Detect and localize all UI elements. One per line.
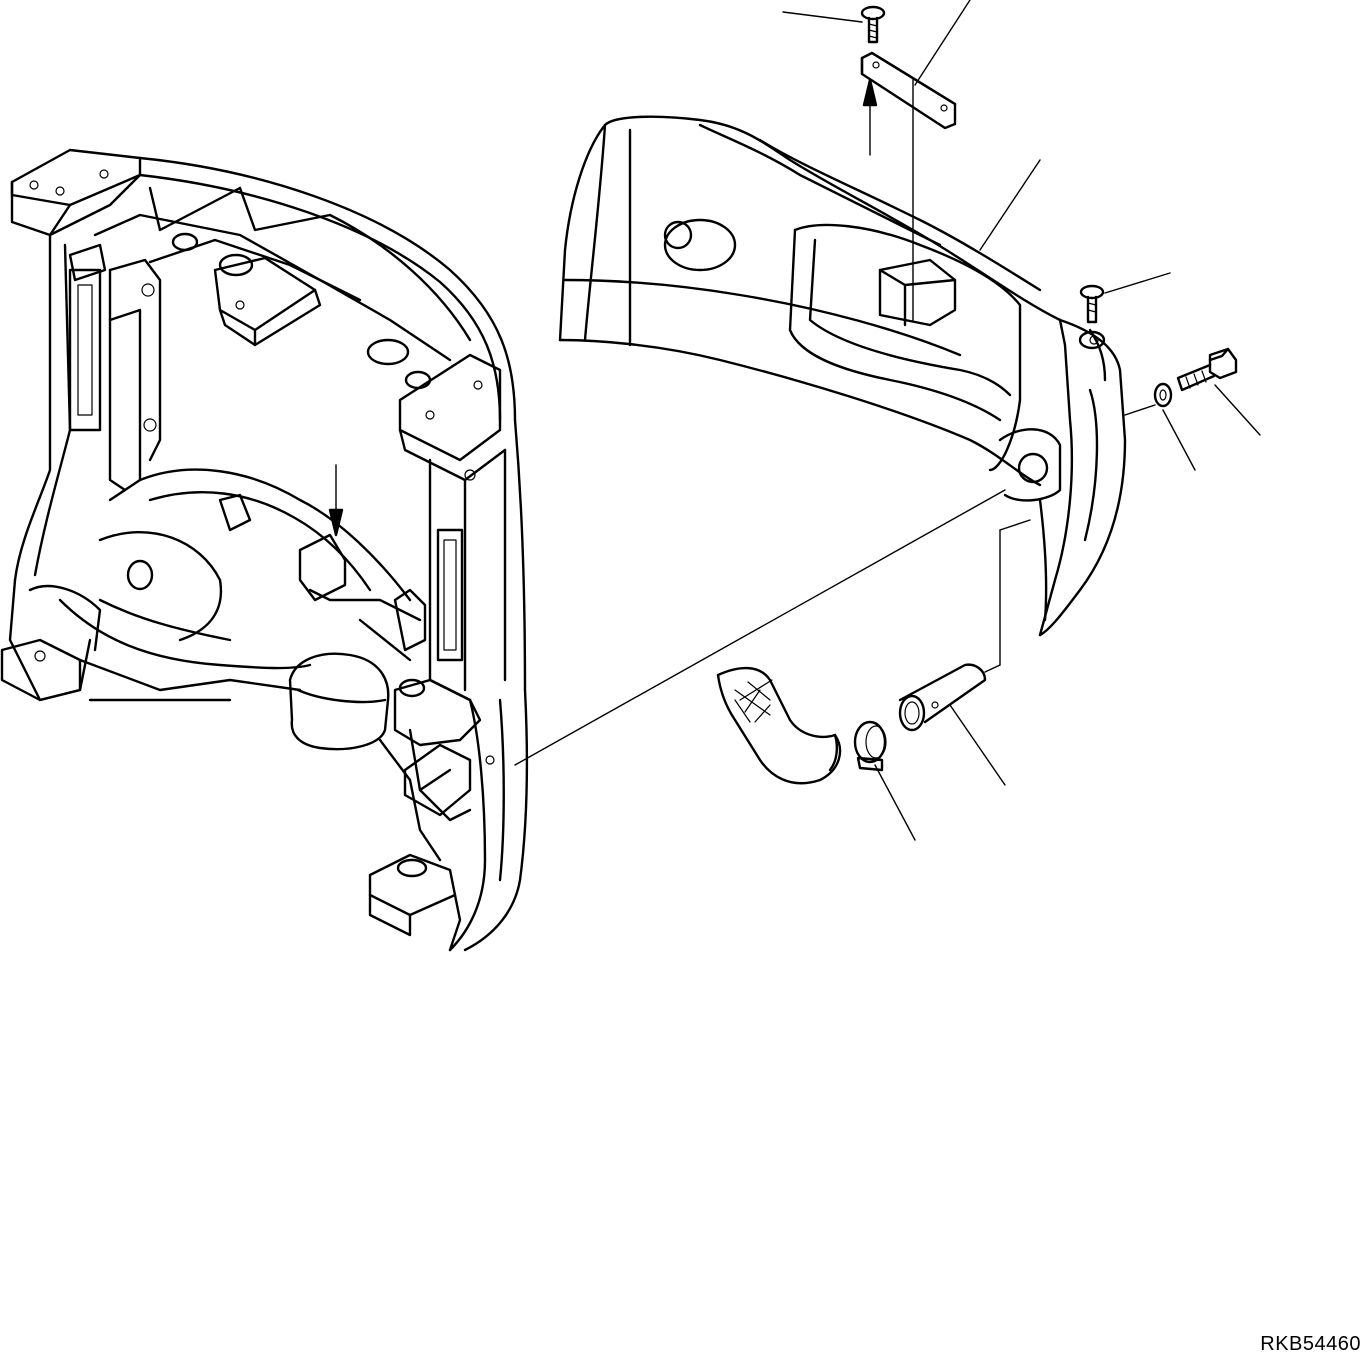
frame-assembly: [0, 148, 529, 952]
upper-screw: [860, 5, 886, 44]
hose-clamp: [853, 720, 887, 772]
fender-cover: [558, 115, 1127, 637]
leader-lines: [514, 0, 1261, 841]
pipe-fitting: [898, 663, 987, 732]
side-screw: [1079, 284, 1105, 324]
cover-plate: [860, 51, 957, 130]
cover-plate-arrow: [862, 78, 878, 156]
hose: [716, 666, 842, 785]
washer: [1153, 382, 1173, 408]
frame-insert-arrow: [328, 464, 344, 537]
bolt: [1176, 347, 1238, 392]
drawing-number: RKB54460: [1260, 1333, 1361, 1355]
